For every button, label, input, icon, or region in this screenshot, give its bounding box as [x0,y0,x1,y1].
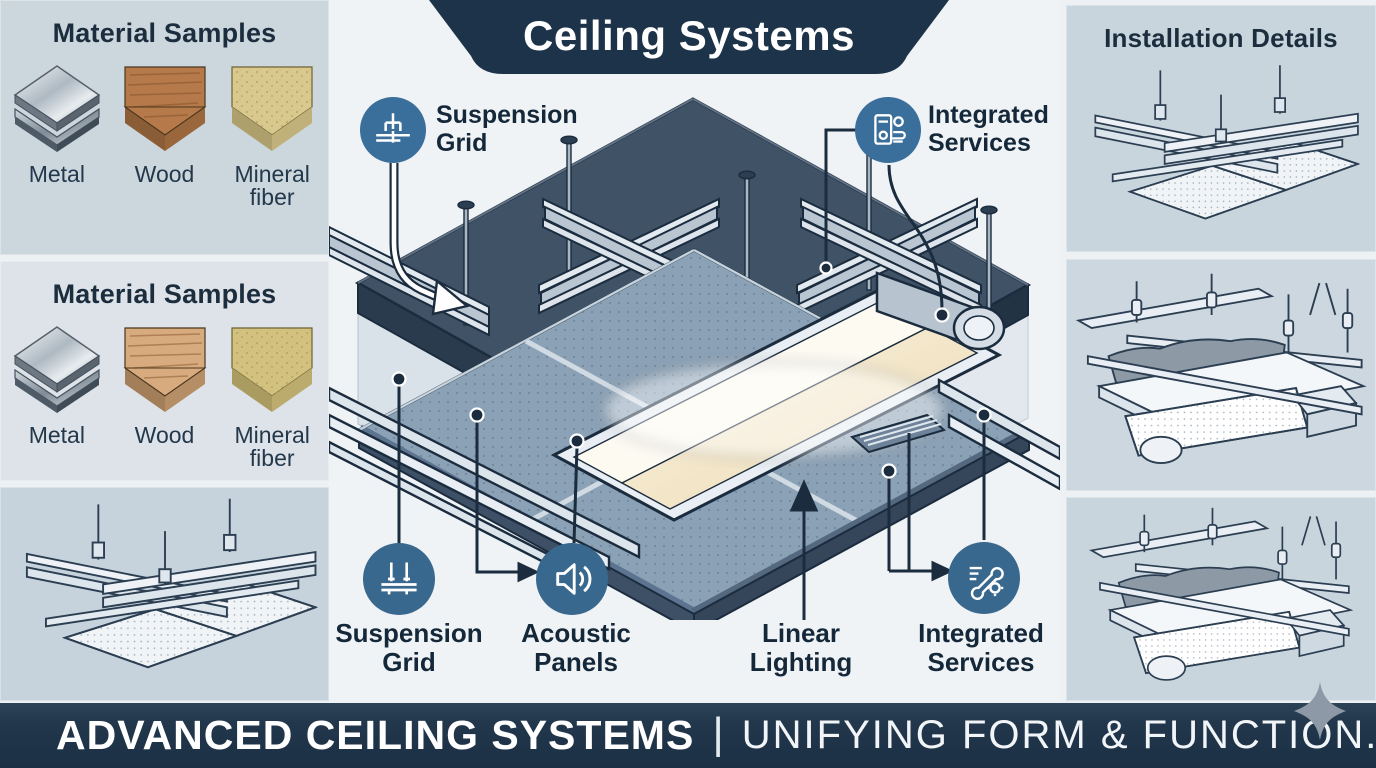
installation-assembly-illustration [1071,263,1371,485]
footer-separator: | [712,708,724,758]
footer-subtitle: UNIFYING FORM & FUNCTION. [741,713,1376,757]
mineral-fiber-swatch-icon [225,320,319,420]
acoustic-panels-icon [536,543,608,615]
swatch-wood: Wood [116,59,214,210]
footer-title: ADVANCED CEILING SYSTEMS [56,712,695,758]
ceiling-isometric-diagram [329,97,1060,620]
swatch-label: Wood [134,161,195,187]
swatch-row: Metal Wood Mineral fiber [0,49,329,210]
installation-assembly-panel-1 [1066,259,1376,491]
callout-label-suspension-grid: Suspension Grid [436,101,578,157]
sparkle-icon [1294,682,1346,740]
callout-label-suspension-grid: Suspension Grid [335,618,483,677]
swatch-wood: Wood [116,320,214,471]
installation-assembly-illustration [1071,501,1371,697]
suspension-grid-icon [360,97,426,163]
service-duct [875,271,1006,351]
swatch-metal: Metal [8,320,106,471]
integrated-services-glyph [874,114,906,145]
callout-label-integrated-services: Integrated Services [928,101,1049,157]
integrated-services-icon [855,97,921,163]
wood-swatch-icon [118,59,212,159]
footer-text-row: ADVANCED CEILING SYSTEMS | UNIFYING FORM… [0,703,1376,768]
callout-label-linear-lighting: Linear Lighting [749,618,853,677]
installation-details-panel: Installation Details [1066,5,1376,252]
swatch-mineral-fiber: Mineral fiber [223,320,321,471]
center-diagram-area: Ceiling Systems Suspension Grid Integrat… [329,0,1060,703]
swatch-mineral-fiber: Mineral fiber [223,59,321,210]
title-banner [429,0,949,74]
swatch-label: Mineral fiber [234,161,310,211]
swatch-label: Wood [134,422,195,448]
grid-illustration-panel [0,487,329,701]
installation-assembly-panel-2 [1066,497,1376,701]
integrated-services-icon [948,542,1020,614]
metal-swatch-icon [10,320,104,420]
wood-swatch-icon [118,320,212,420]
callout-label-acoustic-panels: Acoustic Panels [521,618,631,677]
callout-label-integrated-services: Integrated Services [918,618,1044,677]
panel-title: Material Samples [52,279,277,309]
suspended-grid-illustration [9,493,321,693]
vent-grille [849,413,947,454]
acoustic-panels-glyph [556,563,592,595]
swatch-metal: Metal [8,59,106,210]
footer-banner: ADVANCED CEILING SYSTEMS | UNIFYING FORM… [0,703,1376,768]
panel-title: Material Samples [52,18,277,48]
panel-title: Installation Details [1104,23,1338,53]
metal-swatch-icon [10,59,104,159]
swatch-label: Metal [28,422,85,448]
material-samples-panel-2: Material Samples Metal Wood Mineral fibe… [0,261,329,481]
integrated-services-glyph [969,566,1004,600]
swatch-row: Metal Wood Mineral fiber [0,310,329,471]
page-title: Ceiling Systems [523,12,855,59]
installation-grid-illustration [1073,60,1369,242]
suspension-grid-icon [363,543,435,615]
swatch-label: Mineral fiber [234,422,310,472]
material-samples-panel-1: Material Samples Metal Wood Mineral fibe… [0,0,329,255]
suspension-grid-glyph [376,113,410,143]
suspension-grid-glyph [381,562,417,595]
mineral-fiber-swatch-icon [225,59,319,159]
swatch-label: Metal [28,161,85,187]
